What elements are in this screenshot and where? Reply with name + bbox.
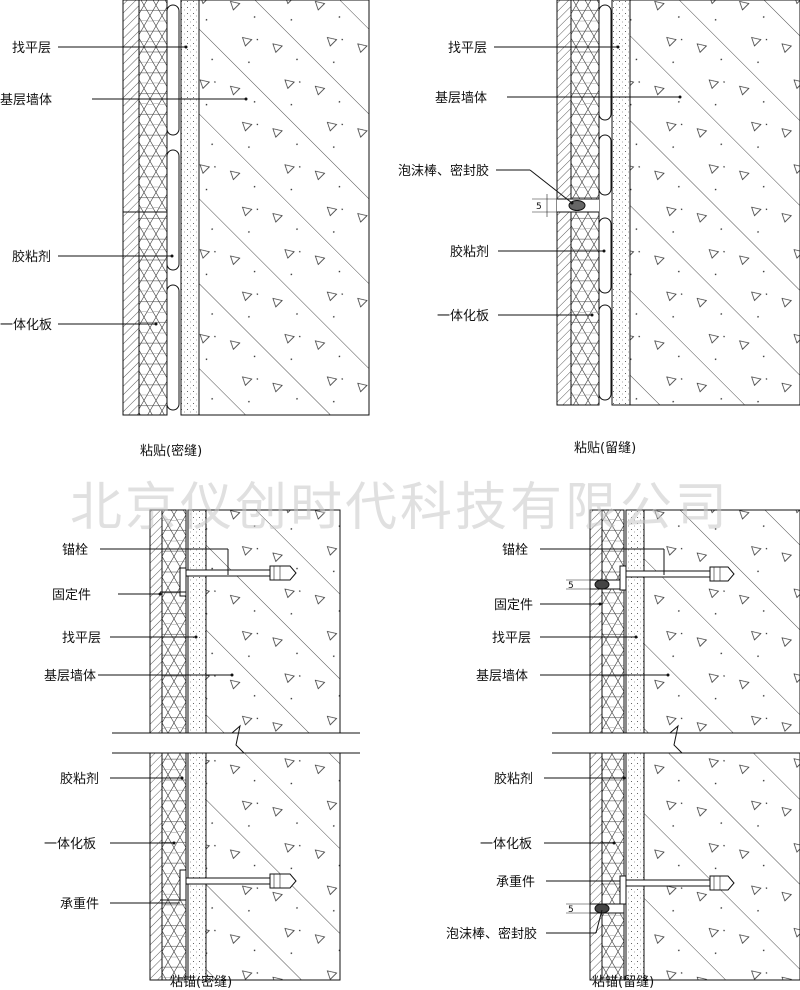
base-wall bbox=[629, 0, 800, 406]
label-adhesive: 胶粘剂 bbox=[60, 771, 99, 787]
caption-panel-3: 粘锚(密缝) bbox=[170, 974, 232, 990]
label-integrated-board: 一体化板 bbox=[0, 318, 52, 333]
label-foam-rod-sealant: 泡沫棒、密封胶 bbox=[446, 926, 537, 942]
panel-1: 找平层 基层墙体 胶粘剂 一体化板 粘贴(密缝) bbox=[0, 0, 370, 459]
label-leveling-layer: 找平层 bbox=[12, 41, 51, 56]
adhesive-dabs bbox=[166, 4, 180, 411]
joint-top: 5 bbox=[566, 579, 625, 591]
label-load-bearing-piece: 承重件 bbox=[496, 874, 535, 890]
label-adhesive: 胶粘剂 bbox=[494, 771, 533, 787]
leveling-layer bbox=[180, 0, 200, 416]
label-load-bearing-piece: 承重件 bbox=[60, 896, 99, 912]
label-base-wall: 基层墙体 bbox=[435, 91, 487, 106]
anchor-bottom bbox=[619, 875, 735, 905]
label-adhesive: 胶粘剂 bbox=[12, 249, 51, 265]
label-leveling-layer: 找平层 bbox=[62, 631, 101, 646]
panel-4: 5 5 bbox=[446, 509, 800, 990]
label-leveling-layer: 找平层 bbox=[448, 41, 487, 56]
label-anchor-bolt: 锚栓 bbox=[62, 543, 88, 558]
adhesive-dabs bbox=[598, 4, 612, 401]
label-integrated-board: 一体化板 bbox=[480, 837, 532, 852]
break-line bbox=[112, 724, 360, 754]
leveling-layer bbox=[611, 0, 631, 406]
joint-bottom: 5 bbox=[566, 903, 625, 915]
label-integrated-board: 一体化板 bbox=[44, 837, 96, 852]
label-fixing-piece: 固定件 bbox=[494, 598, 533, 613]
anchor-top bbox=[619, 565, 735, 591]
label-integrated-board: 一体化板 bbox=[437, 309, 489, 324]
caption-panel-1: 粘贴(密缝) bbox=[140, 443, 202, 459]
label-leveling-layer: 找平层 bbox=[492, 631, 531, 646]
label-base-wall: 基层墙体 bbox=[44, 669, 96, 684]
label-adhesive: 胶粘剂 bbox=[450, 244, 489, 260]
dimension-value: 5 bbox=[568, 905, 574, 915]
label-foam-rod-sealant: 泡沫棒、密封胶 bbox=[398, 163, 489, 179]
decor-finish-layer bbox=[122, 0, 140, 416]
panel-2: 5 找平层 基层墙体 泡沫棒、密封胶 胶粘剂 一体化板 粘贴(留缝) bbox=[398, 0, 800, 456]
base-wall bbox=[198, 0, 370, 416]
caption-panel-4: 粘锚(留缝) bbox=[592, 975, 654, 990]
label-base-wall: 基层墙体 bbox=[476, 669, 528, 684]
label-base-wall: 基层墙体 bbox=[0, 93, 52, 108]
insulation-board bbox=[138, 0, 168, 416]
dimension-value: 5 bbox=[568, 581, 574, 591]
company-watermark: 北京仪创时代科技有限公司 bbox=[70, 478, 730, 538]
anchor-bottom bbox=[160, 869, 297, 901]
gap-dimension: 5 bbox=[532, 194, 557, 217]
caption-panel-2: 粘贴(留缝) bbox=[574, 441, 636, 456]
label-fixing-piece: 固定件 bbox=[52, 588, 91, 603]
dimension-value: 5 bbox=[536, 202, 542, 212]
label-anchor-bolt: 锚栓 bbox=[502, 543, 528, 558]
break-line bbox=[552, 724, 800, 754]
panel-3: 锚栓 固定件 找平层 基层墙体 胶粘剂 一体化板 承重件 粘锚(密缝) bbox=[44, 509, 360, 990]
